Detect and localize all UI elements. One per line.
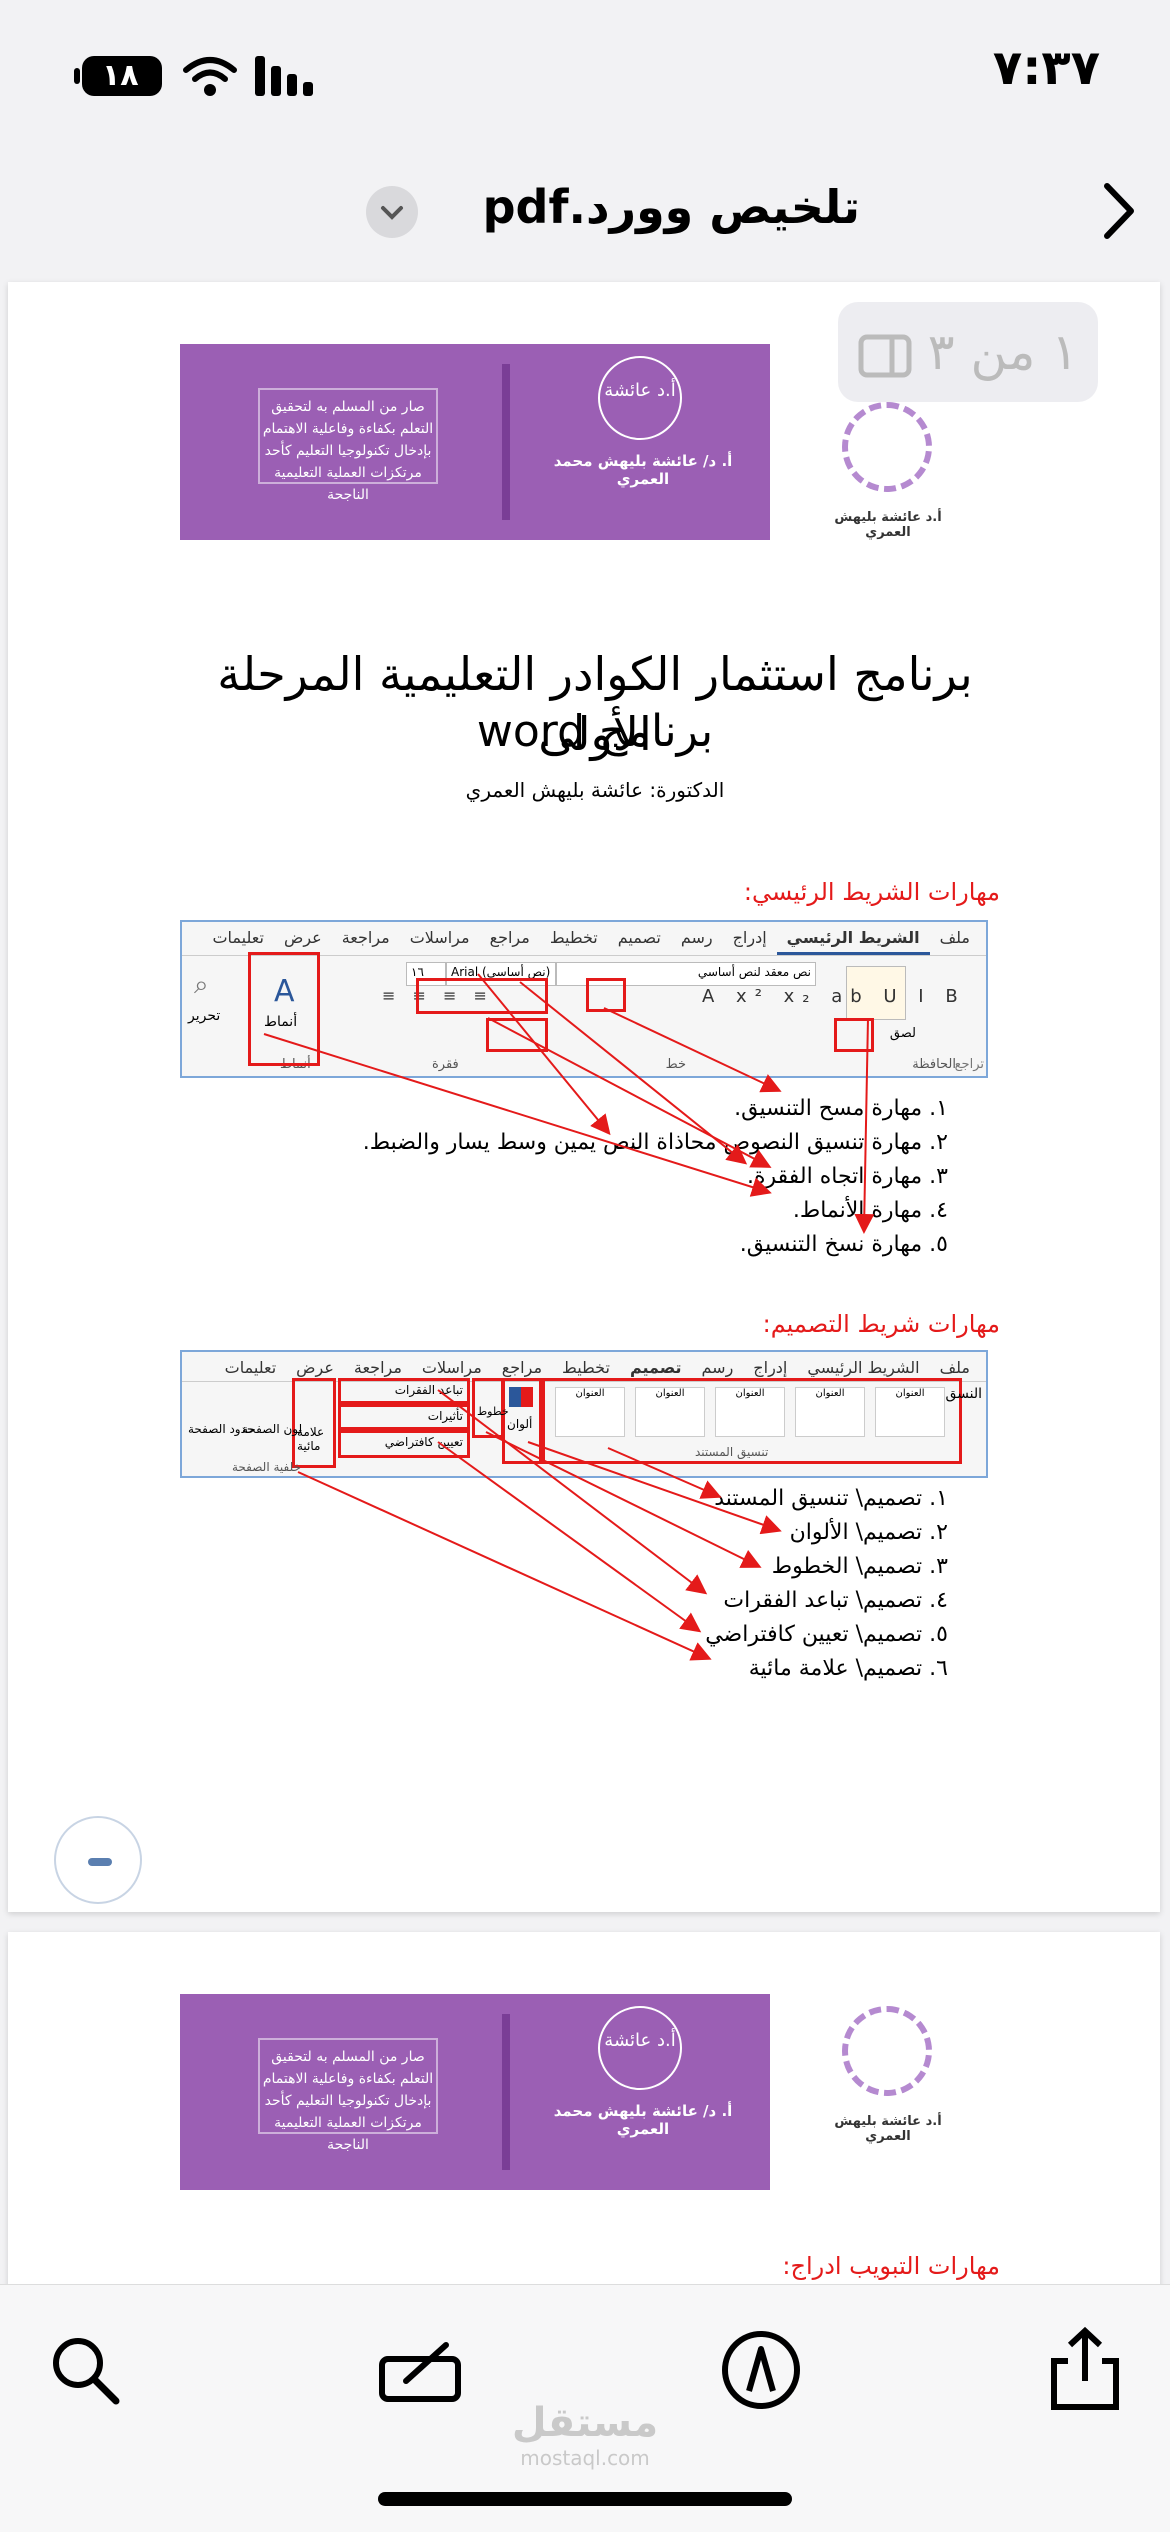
list-item: ٢. مهارة تنسيق النصوص محاذاة النص يمين و… bbox=[362, 1130, 948, 1155]
banner-quote: صار من المسلم به لتحقيق التعلم بكفاءة وف… bbox=[258, 388, 438, 503]
list-item: ١. تصميم\ تنسيق المستند bbox=[714, 1486, 948, 1511]
banner-seal: أ.د عائشة bbox=[598, 2006, 682, 2090]
pdf-page-1[interactable]: صار من المسلم به لتحقيق التعلم بكفاءة وف… bbox=[8, 282, 1160, 1912]
status-bar: ١٨ ٧:٣٧ bbox=[0, 0, 1170, 140]
fonts-highlight: خطوط bbox=[472, 1378, 509, 1438]
watermark-domain: mostaql.com bbox=[520, 2446, 650, 2470]
header-banner: صار من المسلم به لتحقيق التعلم بكفاءة وف… bbox=[180, 344, 770, 540]
pdf-page-2[interactable]: صار من المسلم به لتحقيق التعلم بكفاءة وف… bbox=[8, 1932, 1160, 2292]
page-indicator: ١ من ٣ bbox=[838, 302, 1098, 402]
list-item: ٣. مهارة اتجاه الفقرة. bbox=[747, 1164, 948, 1189]
font-format-icons: A x² x₂ ab U I B bbox=[702, 986, 966, 1007]
home-indicator[interactable] bbox=[378, 2492, 792, 2506]
list-item: ٦. تصميم\ علامة مائية bbox=[748, 1656, 948, 1681]
chevron-down-icon bbox=[381, 206, 403, 220]
paste-icon bbox=[846, 966, 906, 1020]
wifi-icon bbox=[183, 57, 237, 96]
battery-level: ١٨ bbox=[102, 58, 139, 93]
nav-bar: تلخيص وورد.pdf bbox=[0, 150, 1170, 270]
bottom-toolbar bbox=[0, 2284, 1170, 2532]
logo-name: أ.د عائشة بليهش العمري bbox=[834, 510, 942, 540]
clock: ٧:٣٧ bbox=[992, 40, 1100, 96]
colors-highlight: ألوان bbox=[502, 1378, 542, 1464]
document-heading: برنامج استثمار الكوادر التعليمية المرحلة… bbox=[217, 647, 973, 761]
next-page-button[interactable] bbox=[54, 1816, 142, 1904]
format-painter-highlight bbox=[834, 1018, 874, 1052]
direction-highlight bbox=[486, 1018, 548, 1052]
clear-format-highlight bbox=[586, 978, 626, 1012]
list-item: ٥. مهارة نسخ التنسيق. bbox=[739, 1232, 948, 1257]
header-banner: صار من المسلم به لتحقيق التعلم بكفاءة وف… bbox=[180, 1994, 770, 2190]
arrow-right-icon bbox=[88, 1858, 112, 1866]
logo-name: أ.د عائشة بليهش العمري bbox=[834, 2114, 942, 2144]
pen-tool-icon[interactable] bbox=[716, 2325, 806, 2415]
cellular-signal-icon bbox=[255, 56, 313, 96]
font-name-box: نص معقد لنص أساسي bbox=[556, 962, 816, 986]
share-icon[interactable] bbox=[1040, 2325, 1130, 2415]
banner-name: أ. د/ عائشة بليهش محمد العمري bbox=[553, 2102, 733, 2138]
title-menu-button[interactable] bbox=[366, 186, 418, 238]
font-face-box: Arial (نص أساسي) bbox=[446, 962, 556, 986]
section1-heading: مهارات الشريط الرئيسي: bbox=[743, 878, 1000, 906]
document-title[interactable]: تلخيص وورد.pdf bbox=[482, 180, 860, 234]
list-item: ٣. تصميم\ الخطوط bbox=[771, 1554, 948, 1579]
author-logo: أ.د عائشة بليهش العمري bbox=[828, 382, 948, 552]
paragraph-align-icons: ≡ ≡ ≡ ≡ bbox=[382, 986, 493, 1005]
search-icon: ⌕ bbox=[194, 970, 209, 1000]
battery-icon: ١٨ bbox=[74, 56, 162, 96]
author-logo: أ.د عائشة بليهش العمري bbox=[828, 1986, 948, 2156]
logo-emblem-icon bbox=[842, 402, 932, 492]
list-item: ٥. تصميم\ تعيين كافتراضي bbox=[705, 1622, 948, 1647]
doc-format-highlight: العنوان العنوان العنوان العنوان العنوان … bbox=[542, 1378, 962, 1464]
list-item: ٤. تصميم\ تباعد الفقرات bbox=[723, 1588, 948, 1613]
logo-emblem-icon bbox=[842, 2006, 932, 2096]
document-author: الدكتورة: عائشة بليهش العمري bbox=[465, 778, 725, 802]
document-subheading: برنامج word bbox=[476, 706, 714, 757]
design-ribbon-image: ملف الشريط الرئيسي إدراج رسم تصميم تخطيط… bbox=[180, 1350, 988, 1478]
styles-icon: A bbox=[274, 974, 295, 1009]
font-size-box: ١٦ bbox=[406, 962, 446, 986]
home-ribbon-image: ملف الشريط الرئيسي إدراج رسم تصميم تخطيط… bbox=[180, 920, 988, 1078]
annotation-arrows bbox=[263, 973, 875, 1661]
ribbon-tabs: ملف الشريط الرئيسي إدراج رسم تصميم تخطيط… bbox=[182, 1352, 986, 1382]
watermark-highlight: علامة مائية bbox=[292, 1378, 336, 1468]
sidebar-icon bbox=[858, 334, 912, 377]
list-item: ٢. تصميم\ الألوان bbox=[789, 1520, 948, 1545]
markup-icon[interactable] bbox=[376, 2325, 466, 2415]
watermark-brand: مستقل bbox=[511, 2400, 659, 2446]
section2-list: ١. تصميم\ تنسيق المستند ٢. تصميم\ الألوا… bbox=[528, 1482, 948, 1686]
effects-highlight: تأثيرات bbox=[338, 1404, 470, 1430]
banner-name: أ. د/ عائشة بليهش محمد العمري bbox=[553, 452, 733, 488]
section2-heading: مهارات شريط التصميم: bbox=[762, 1310, 1000, 1338]
back-chevron-icon[interactable] bbox=[1095, 176, 1145, 246]
list-item: ١. مهارة مسح التنسيق. bbox=[734, 1096, 948, 1121]
search-icon[interactable] bbox=[40, 2325, 130, 2415]
styles-highlight bbox=[248, 952, 320, 1066]
page-count-label: ١ من ٣ bbox=[927, 323, 1079, 381]
section3-heading: مهارات التبويب ادراج: bbox=[782, 2252, 1000, 2280]
banner-seal: أ.د عائشة bbox=[598, 356, 682, 440]
banner-quote: صار من المسلم به لتحقيق التعلم بكفاءة وف… bbox=[258, 2038, 438, 2153]
ribbon-tabs: ملف الشريط الرئيسي إدراج رسم تصميم تخطيط… bbox=[182, 922, 986, 956]
spacing-highlight: تباعد الفقرات bbox=[338, 1378, 470, 1404]
site-watermark: مستقل mostaql.com bbox=[505, 2400, 665, 2470]
